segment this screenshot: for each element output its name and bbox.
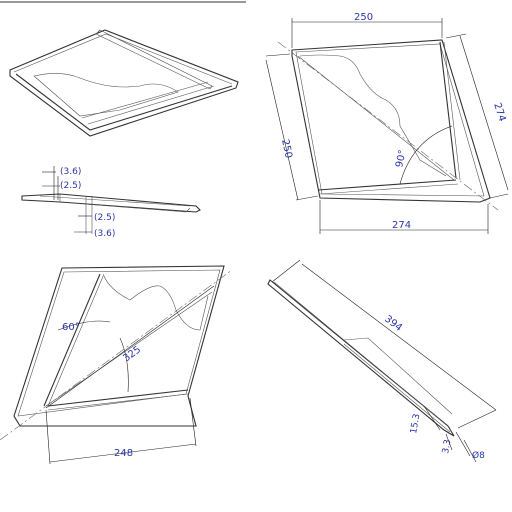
bl-angle: 60° — [62, 322, 80, 333]
side-profile-view — [21, 166, 201, 234]
isometric-view — [9, 29, 239, 137]
bottom-right-view — [267, 259, 497, 463]
tr-angle: 90° — [394, 149, 408, 169]
side-dim-upper-1: (3.6) — [60, 167, 81, 177]
side-dim-upper-2: (2.5) — [60, 181, 81, 191]
side-dim-lower-1: (2.5) — [94, 213, 115, 223]
br-dim-c: Ø8 — [472, 450, 485, 461]
tr-dim-top: 250 — [354, 12, 373, 23]
br-dim-a: 15.3 — [409, 413, 422, 434]
bl-dim-bottom: 248 — [114, 448, 133, 459]
side-dim-lower-2: (3.6) — [94, 229, 115, 239]
br-length-dim: 394 — [382, 314, 404, 334]
br-dim-b: 3.3 — [441, 439, 453, 455]
bottom-left-view — [0, 265, 233, 465]
tr-dim-left: 250 — [279, 138, 294, 159]
top-right-view — [265, 18, 509, 234]
bl-diag-dim: 325 — [121, 344, 143, 364]
tr-dim-bottom: 274 — [392, 220, 411, 231]
tr-dim-right: 274 — [491, 102, 507, 124]
